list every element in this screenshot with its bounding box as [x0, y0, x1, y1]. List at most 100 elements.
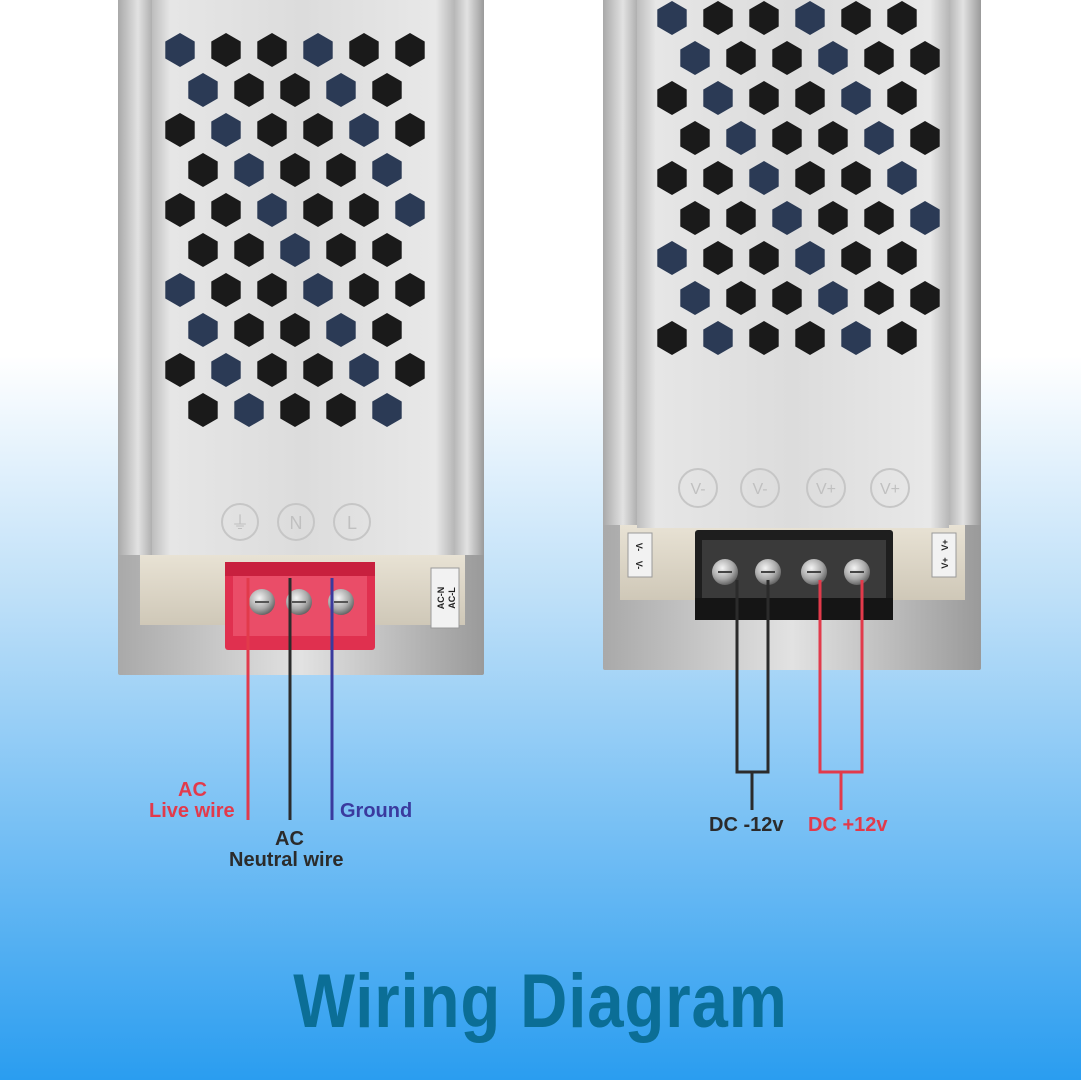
vent-hole [657, 321, 687, 355]
ac-terminal-marks: ⏚ N L [221, 503, 371, 541]
vent-hole [188, 233, 218, 267]
ac-neutral-label-line1: AC [275, 828, 304, 850]
vent-hole [349, 33, 379, 67]
vent-hole [657, 1, 687, 35]
ac-neutral-label-line2: Neutral wire [229, 849, 344, 871]
vent-hole [864, 121, 894, 155]
vent-hole [887, 1, 917, 35]
vent-hole [749, 241, 779, 275]
vent-hole [680, 201, 710, 235]
vent-hole [326, 73, 356, 107]
dc-vent-holes [657, 1, 940, 355]
vent-hole [772, 41, 802, 75]
vent-hole [818, 41, 848, 75]
ac-housing-side-right [450, 0, 484, 555]
vent-hole [795, 241, 825, 275]
vent-hole [772, 121, 802, 155]
dc-mark-v-plus-1: V+ [816, 481, 836, 498]
vent-hole [303, 353, 333, 387]
vent-hole [726, 121, 756, 155]
vent-hole [372, 73, 402, 107]
vent-hole [657, 241, 687, 275]
vent-hole [910, 281, 940, 315]
dc-negative-label: DC -12v [709, 814, 784, 836]
vent-hole [349, 353, 379, 387]
vent-hole [188, 313, 218, 347]
dc-negative-wires [735, 580, 770, 810]
vent-hole [349, 273, 379, 307]
vent-hole [795, 321, 825, 355]
vent-hole [703, 1, 733, 35]
vent-hole [280, 393, 310, 427]
vent-hole [864, 41, 894, 75]
vent-hole [680, 41, 710, 75]
dc-side-label-left: V- V- [627, 532, 653, 578]
vent-hole [257, 353, 287, 387]
vent-hole [703, 241, 733, 275]
vent-hole [726, 41, 756, 75]
vent-hole [818, 201, 848, 235]
ac-live-label-line1: AC [178, 779, 207, 801]
vent-hole [165, 273, 195, 307]
vent-hole [349, 193, 379, 227]
dc-terminal-marks: V- V- V+ V+ [678, 468, 910, 508]
vent-hole [910, 41, 940, 75]
vent-hole [372, 153, 402, 187]
ac-power-supply-unit: ⏚ N L AC-N AC-L [118, 0, 484, 820]
vent-hole [234, 153, 264, 187]
dc-side-label-left-1: V- [634, 543, 644, 552]
vent-hole [726, 201, 756, 235]
vent-hole [680, 121, 710, 155]
vent-hole [234, 73, 264, 107]
vent-hole [726, 281, 756, 315]
ac-side-label-n: AC-N [436, 587, 446, 610]
vent-hole [795, 161, 825, 195]
vent-hole [188, 393, 218, 427]
vent-hole [234, 393, 264, 427]
vent-hole [165, 33, 195, 67]
vent-hole [841, 1, 871, 35]
vent-hole [395, 33, 425, 67]
ac-side-label-l: AC-L [447, 587, 457, 609]
vent-hole [841, 321, 871, 355]
vent-hole [841, 241, 871, 275]
vent-hole [211, 353, 241, 387]
vent-hole [257, 193, 287, 227]
dc-side-label-left-2: V- [634, 561, 644, 570]
dc-positive-label: DC +12v [808, 814, 888, 836]
vent-hole [188, 153, 218, 187]
vent-hole [703, 321, 733, 355]
vent-hole [326, 313, 356, 347]
ac-side-label: AC-N AC-L [430, 567, 460, 629]
vent-hole [749, 321, 779, 355]
vent-hole [864, 201, 894, 235]
vent-hole [772, 281, 802, 315]
vent-hole [165, 193, 195, 227]
dc-mark-v-minus-1: V- [690, 481, 705, 498]
vent-hole [211, 33, 241, 67]
vent-hole [188, 73, 218, 107]
vent-hole [303, 33, 333, 67]
vent-hole [910, 201, 940, 235]
vent-hole [772, 201, 802, 235]
vent-hole [234, 313, 264, 347]
vent-hole [818, 121, 848, 155]
page-title: Wiring Diagram [293, 959, 788, 1044]
vent-hole [887, 81, 917, 115]
vent-hole [280, 73, 310, 107]
vent-hole [864, 281, 894, 315]
vent-hole [303, 273, 333, 307]
vent-hole [703, 81, 733, 115]
vent-hole [372, 393, 402, 427]
ac-ground-label: Ground [340, 800, 413, 822]
ac-mark-live: L [347, 513, 357, 533]
vent-hole [349, 113, 379, 147]
vent-hole [749, 81, 779, 115]
vent-hole [395, 353, 425, 387]
vent-hole [657, 161, 687, 195]
ac-mark-neutral: N [290, 513, 303, 533]
vent-hole [795, 1, 825, 35]
vent-hole [326, 153, 356, 187]
vent-hole [887, 161, 917, 195]
